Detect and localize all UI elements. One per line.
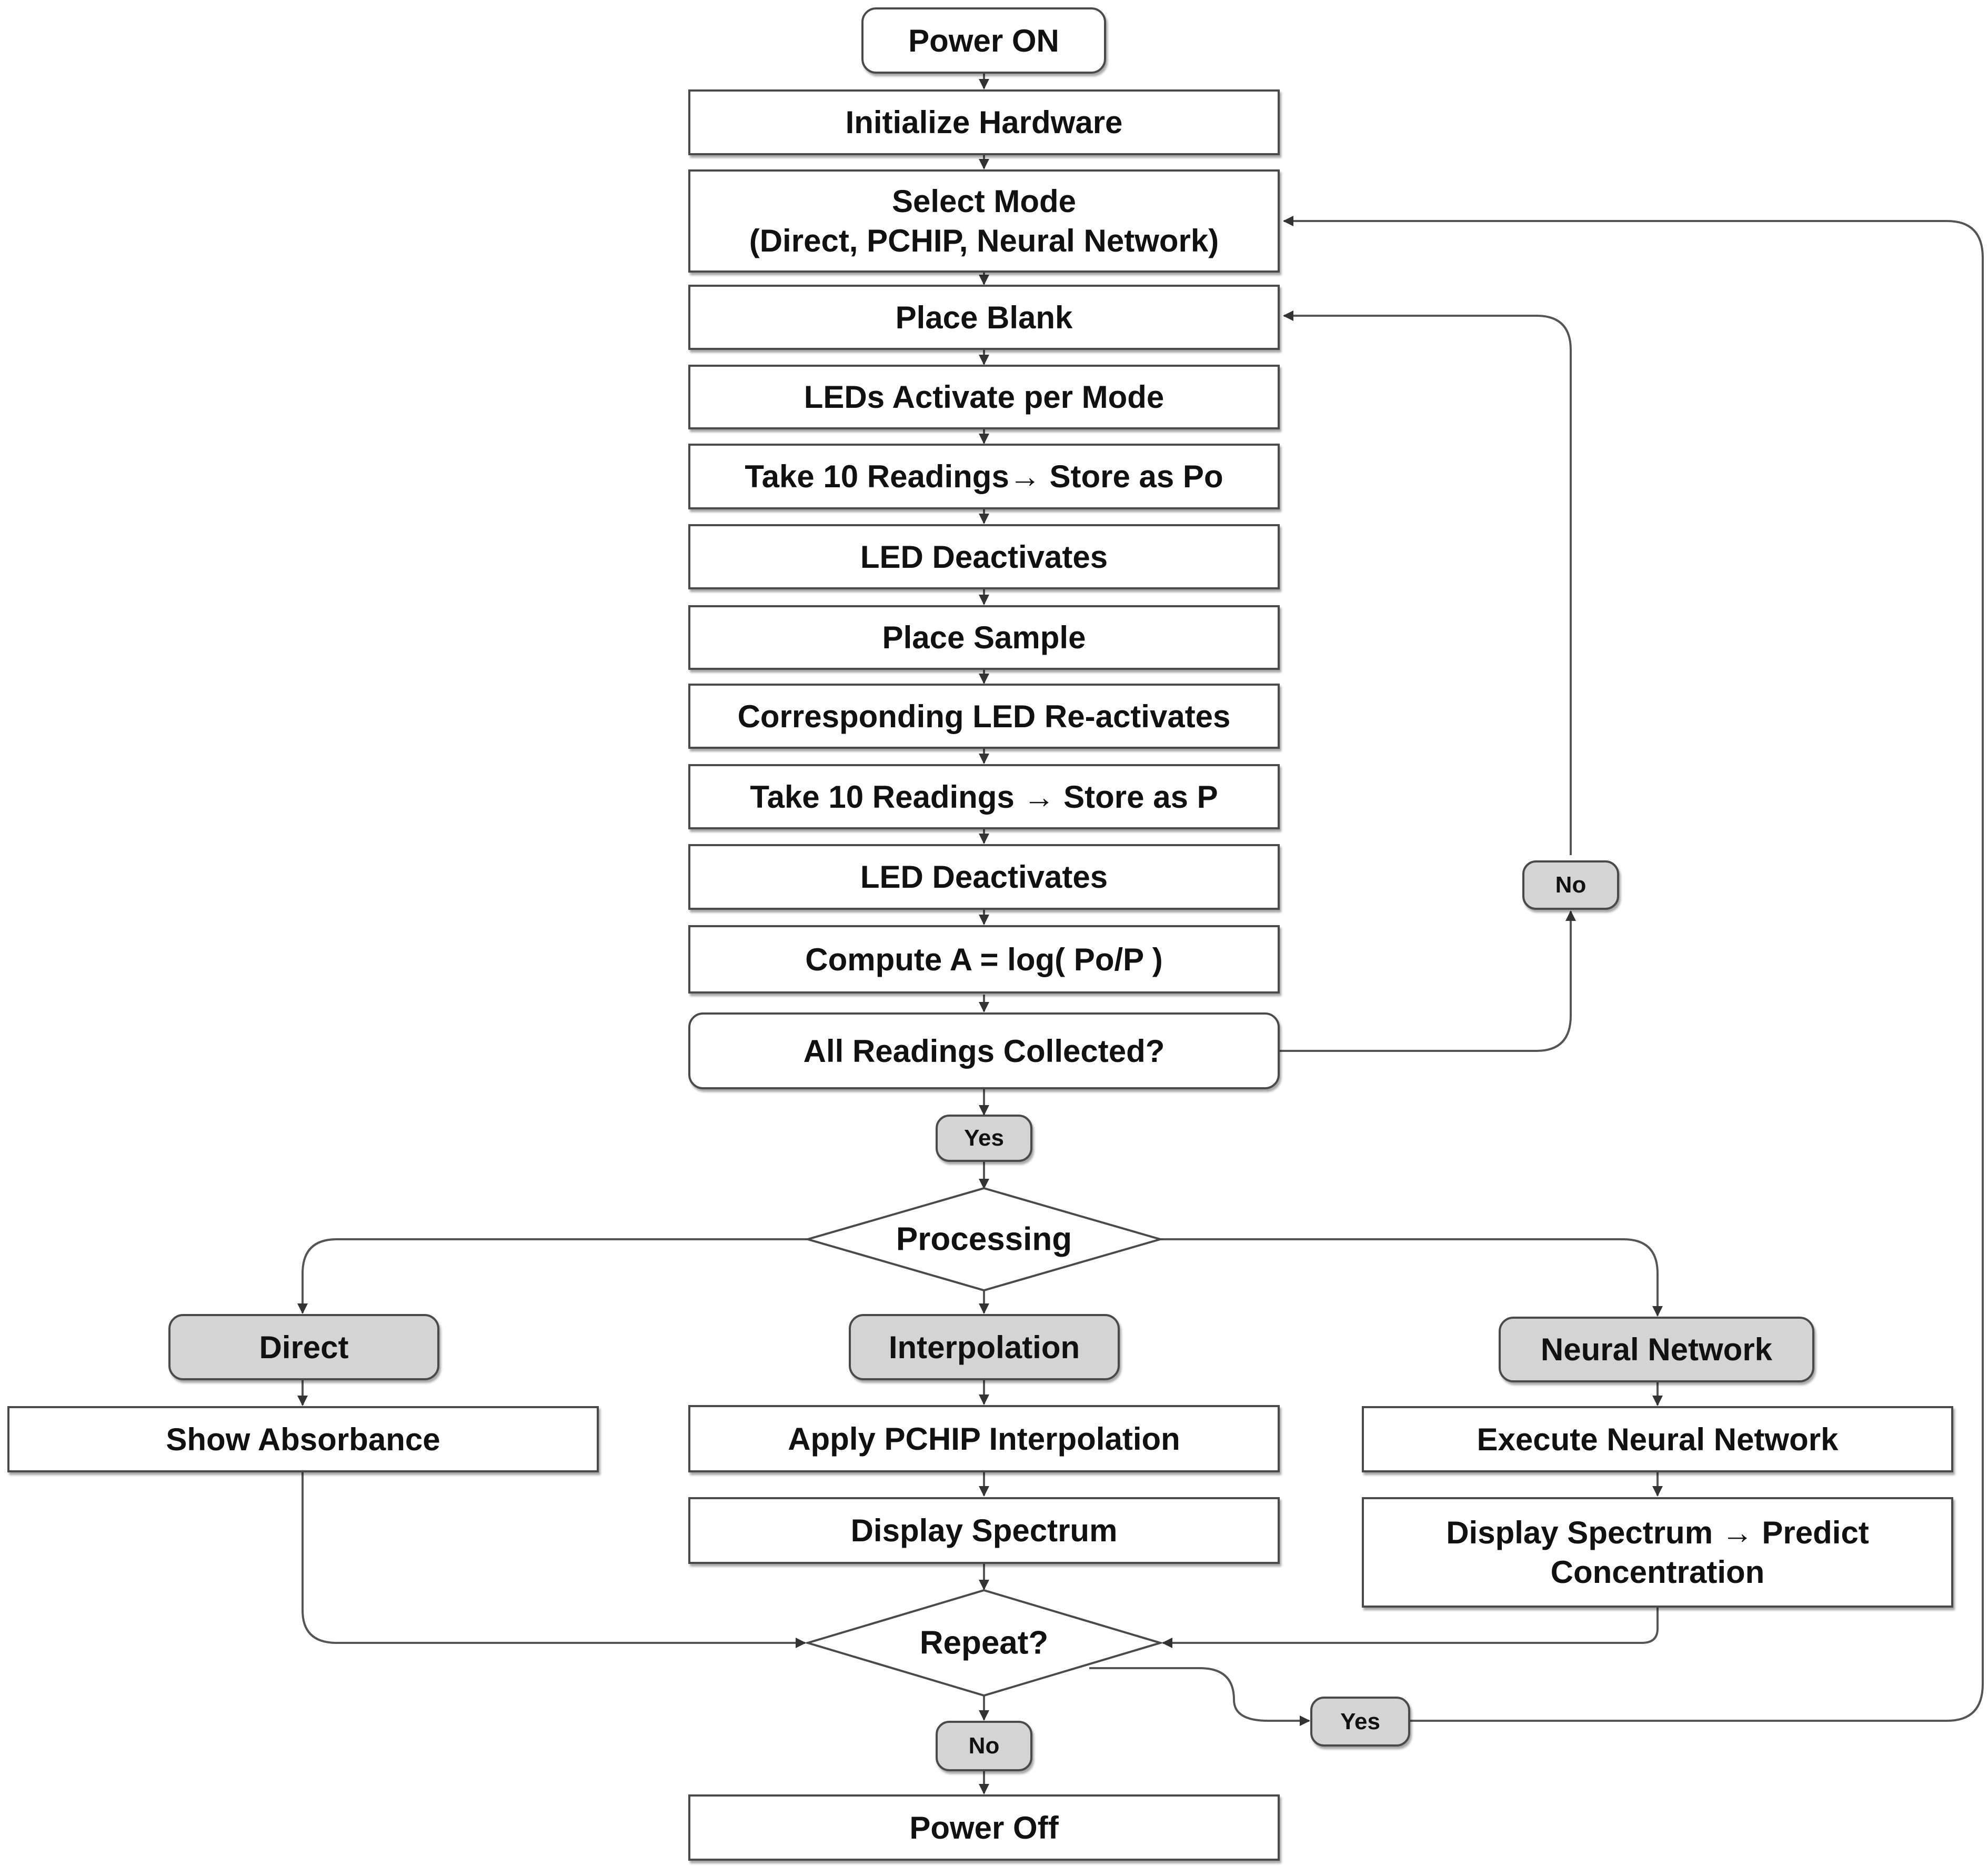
neural-network-branch-node: Neural Network	[1499, 1317, 1814, 1382]
select-mode-line1: Select Mode	[891, 184, 1077, 219]
interpolation-branch-node: Interpolation	[849, 1314, 1120, 1380]
power-on-node: Power ON	[861, 7, 1106, 74]
select-mode-line2: (Direct, PCHIP, Neural Network)	[749, 223, 1219, 258]
display-predict-line1: Display Spectrum → Predict	[1446, 1515, 1869, 1550]
apply-pchip-node: Apply PCHIP Interpolation	[688, 1405, 1280, 1472]
led-deactivates-node-2: LED Deactivates	[688, 844, 1280, 910]
yes-label-collected: Yes	[936, 1115, 1032, 1162]
repeat-label: Repeat?	[919, 1624, 1049, 1661]
take-readings-p-node: Take 10 Readings → Store as P	[688, 764, 1280, 829]
take-readings-po-node: Take 10 Readings→ Store as Po	[688, 444, 1280, 509]
no-label-repeat: No	[936, 1721, 1032, 1771]
select-mode-node: Select Mode (Direct, PCHIP, Neural Netwo…	[688, 169, 1280, 273]
display-spectrum-node: Display Spectrum	[688, 1497, 1280, 1564]
processing-diamond	[804, 1187, 1164, 1292]
all-readings-collected-node: All Readings Collected?	[688, 1012, 1280, 1089]
led-reactivates-node: Corresponding LED Re-activates	[688, 684, 1280, 749]
execute-neural-network-node: Execute Neural Network	[1362, 1406, 1953, 1472]
display-predict-node: Display Spectrum → Predict Concentration	[1362, 1497, 1953, 1608]
place-sample-node: Place Sample	[688, 605, 1280, 670]
processing-label: Processing	[896, 1221, 1072, 1258]
display-predict-line2: Concentration	[1550, 1554, 1765, 1590]
initialize-hardware-node: Initialize Hardware	[688, 89, 1280, 155]
repeat-diamond	[804, 1589, 1164, 1697]
leds-activate-node: LEDs Activate per Mode	[688, 365, 1280, 429]
no-label-collected: No	[1522, 860, 1619, 910]
direct-branch-node: Direct	[168, 1314, 439, 1380]
show-absorbance-node: Show Absorbance	[7, 1406, 599, 1472]
yes-label-repeat: Yes	[1310, 1697, 1410, 1747]
led-deactivates-node-1: LED Deactivates	[688, 524, 1280, 589]
place-blank-node: Place Blank	[688, 285, 1280, 350]
compute-absorbance-node: Compute A = log( Po/P )	[688, 925, 1280, 994]
power-off-node: Power Off	[688, 1794, 1280, 1861]
